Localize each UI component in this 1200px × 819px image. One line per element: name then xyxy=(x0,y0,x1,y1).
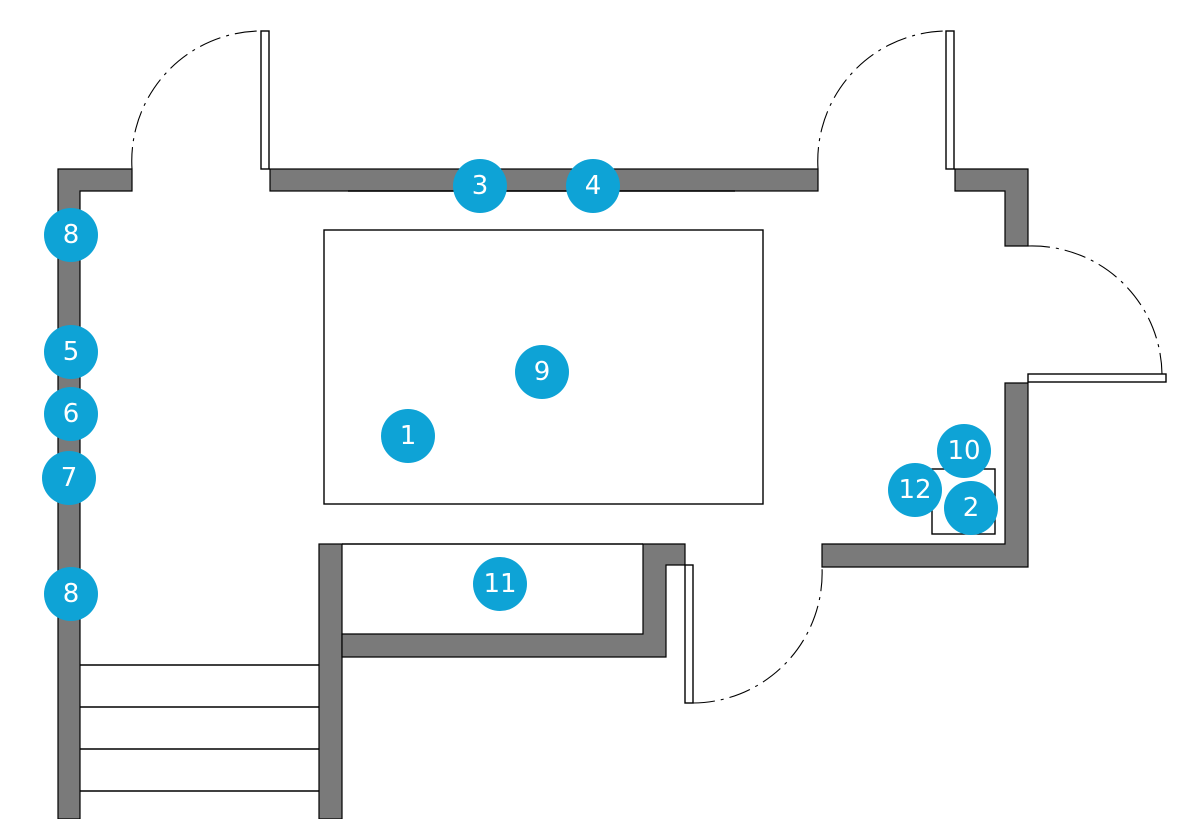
marker-label: 8 xyxy=(63,220,80,250)
marker-12[interactable]: 12 xyxy=(888,463,942,517)
door-leaf-top-left xyxy=(260,30,270,170)
walls xyxy=(57,168,1029,819)
wall-stair-inner xyxy=(318,543,343,819)
marker-5[interactable]: 5 xyxy=(44,325,98,379)
marker-6[interactable]: 6 xyxy=(44,387,98,441)
wall-top-right xyxy=(954,168,1029,247)
wall-top-middle xyxy=(269,168,819,192)
door-swing-top-left xyxy=(131,30,262,170)
marker-label: 3 xyxy=(472,171,489,201)
marker-3[interactable]: 3 xyxy=(453,159,507,213)
door-swing-bottom xyxy=(692,566,823,704)
marker-2[interactable]: 2 xyxy=(944,481,998,535)
markers: 1 2 3 4 5 6 7 8 xyxy=(42,159,998,621)
marker-7[interactable]: 7 xyxy=(42,451,96,505)
door-leaf-bottom xyxy=(684,564,694,704)
marker-label: 6 xyxy=(63,399,80,429)
wall-right-lower xyxy=(821,382,1029,568)
marker-label: 10 xyxy=(947,436,980,466)
marker-10[interactable]: 10 xyxy=(937,424,991,478)
marker-8-top[interactable]: 8 xyxy=(44,208,98,262)
table xyxy=(323,229,764,505)
marker-1[interactable]: 1 xyxy=(381,409,435,463)
marker-label: 4 xyxy=(585,171,602,201)
marker-8-bottom[interactable]: 8 xyxy=(44,567,98,621)
door-leaf-right xyxy=(1027,373,1167,383)
marker-label: 9 xyxy=(534,357,551,387)
marker-label: 11 xyxy=(483,569,516,599)
marker-label: 7 xyxy=(61,463,78,493)
doors xyxy=(131,30,1167,704)
marker-4[interactable]: 4 xyxy=(566,159,620,213)
marker-label: 12 xyxy=(898,475,931,505)
marker-label: 2 xyxy=(963,493,980,523)
marker-label: 8 xyxy=(63,579,80,609)
fixtures xyxy=(80,190,996,792)
marker-11[interactable]: 11 xyxy=(473,557,527,611)
marker-9[interactable]: 9 xyxy=(515,345,569,399)
door-swing-right xyxy=(1027,245,1163,375)
door-swing-top-right xyxy=(817,30,947,170)
door-leaf-top-right xyxy=(945,30,955,170)
marker-label: 5 xyxy=(63,337,80,367)
marker-label: 1 xyxy=(400,421,417,451)
